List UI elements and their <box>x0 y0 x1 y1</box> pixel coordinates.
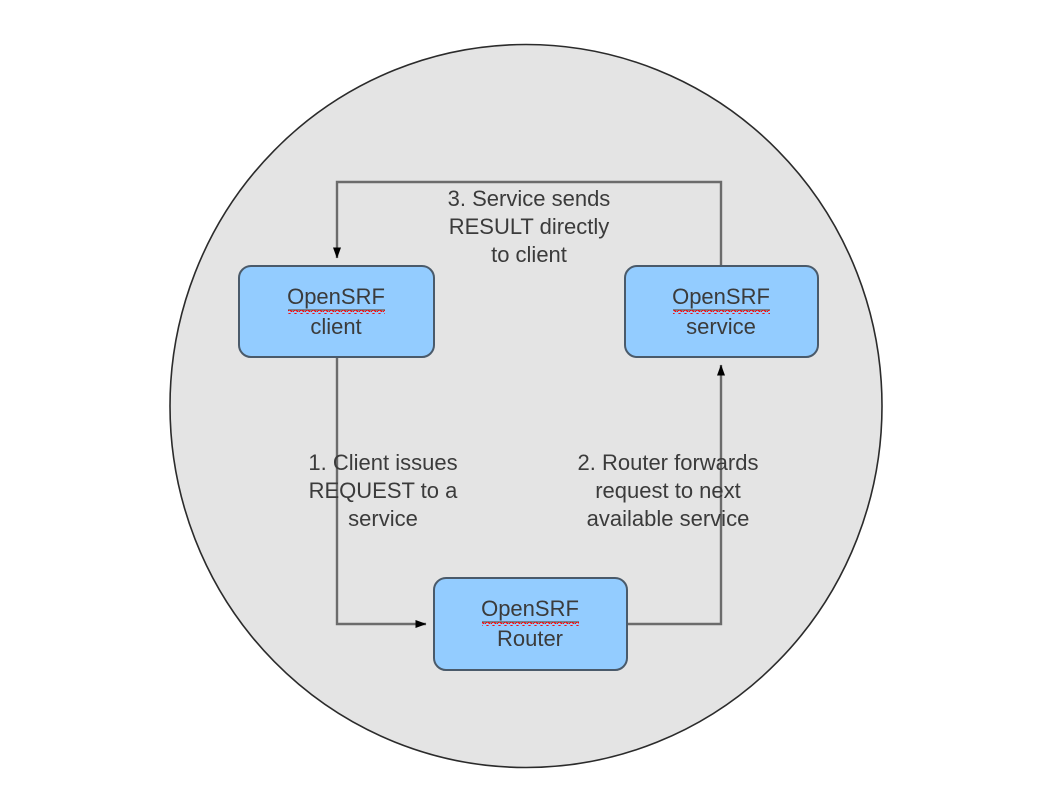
edge-label-3-line1: 3. Service sends <box>448 186 611 211</box>
openrsf-service-label-line2: service <box>686 314 756 339</box>
openrsf-client-label-line2: client <box>310 314 361 339</box>
edge-service-to-client-line <box>333 180 723 266</box>
openrsf-service-spellcheck-squiggle <box>673 310 770 314</box>
openrsf-client-spellcheck-squiggle <box>288 310 385 314</box>
edge-service-to-client <box>333 180 723 266</box>
edge-label-client-to-router: 1. Client issues REQUEST to a service <box>308 450 458 531</box>
edge-label-2-line3: available service <box>587 506 750 531</box>
edge-label-service-to-client: 3. Service sends RESULT directly to clie… <box>448 186 611 267</box>
edge-label-1-line1: 1. Client issues <box>308 450 457 475</box>
edge-label-1-line3: service <box>348 506 418 531</box>
openrsf-service-node[interactable]: OpenSRF service <box>624 265 819 358</box>
openrsf-router-spellcheck-squiggle <box>482 622 579 626</box>
openrsf-router-label-line1: OpenSRF <box>481 596 579 621</box>
edge-label-2-line1: 2. Router forwards <box>578 450 759 475</box>
edge-client-to-router <box>335 357 427 628</box>
edge-client-to-router-line <box>335 357 427 628</box>
openrsf-service-label-line1: OpenSRF <box>672 284 770 309</box>
openrsf-router-node[interactable]: OpenSRF Router <box>433 577 628 671</box>
edge-label-3-line3: to client <box>491 242 567 267</box>
openrsf-client-node[interactable]: OpenSRF client <box>238 265 435 358</box>
edge-router-to-service-line <box>627 364 725 626</box>
system-boundary-ellipse <box>169 43 883 769</box>
edge-label-router-to-service: 2. Router forwards request to next avail… <box>578 450 759 531</box>
edge-label-1-line2: REQUEST to a <box>309 478 459 503</box>
openrsf-client-label-line1: OpenSRF <box>287 284 385 309</box>
edge-label-3-line2: RESULT directly <box>449 214 610 239</box>
openrsf-router-label-line2: Router <box>497 626 563 651</box>
edge-router-to-service <box>627 364 725 626</box>
edge-label-2-line2: request to next <box>595 478 741 503</box>
